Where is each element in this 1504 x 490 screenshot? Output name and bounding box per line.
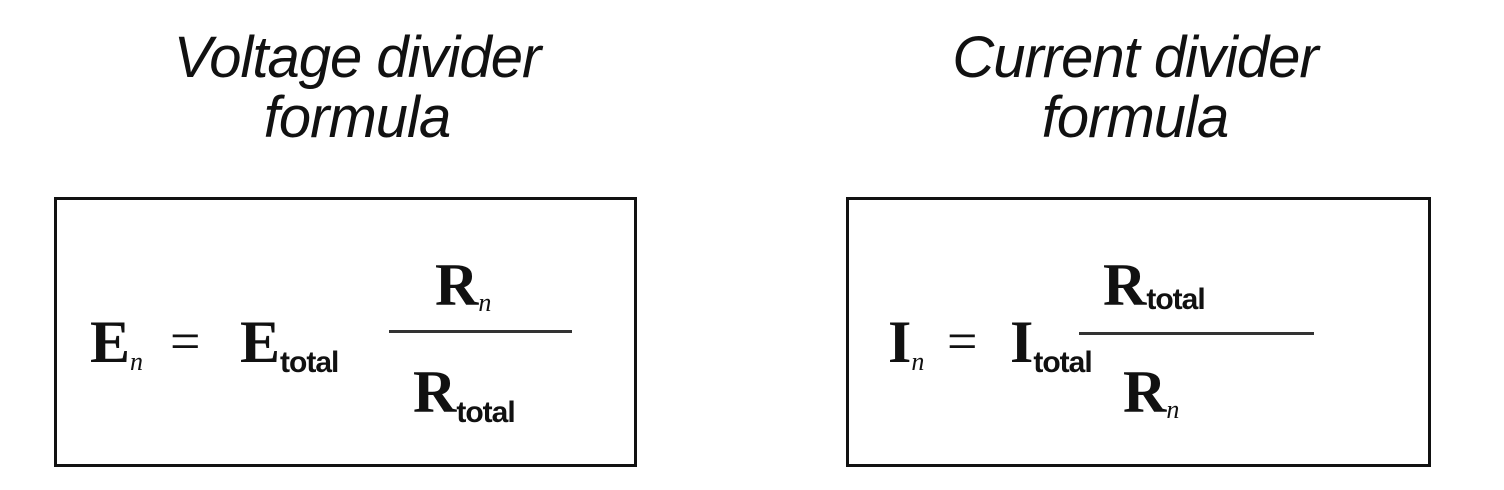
current-den-symbol: R — [1123, 359, 1167, 425]
voltage-den-subscript: total — [456, 396, 515, 429]
current-fraction-bar — [1079, 332, 1314, 335]
voltage-lhs: En — [90, 312, 143, 384]
voltage-num-symbol: R — [435, 252, 479, 318]
current-title-line1: Current divider — [952, 25, 1318, 90]
voltage-numerator: Rn — [435, 255, 491, 327]
voltage-lhs-symbol: E — [90, 309, 131, 375]
current-num-symbol: R — [1103, 252, 1147, 318]
voltage-equals-sign: = — [170, 311, 201, 371]
current-lhs-symbol: I — [888, 309, 912, 375]
voltage-lhs-subscript: n — [130, 347, 144, 376]
voltage-coef-symbol: E — [240, 309, 281, 375]
voltage-coef-subscript: total — [280, 346, 339, 379]
voltage-num-subscript: n — [478, 288, 492, 317]
current-numerator: Rtotal — [1103, 252, 1206, 326]
voltage-divider-title: Voltage divider formula — [57, 28, 657, 148]
current-coef-subscript: total — [1033, 346, 1092, 379]
voltage-title-line2: formula — [263, 85, 451, 150]
current-num-subscript: total — [1146, 283, 1205, 316]
current-divider-title: Current divider formula — [835, 28, 1435, 148]
current-title-line2: formula — [1041, 85, 1229, 150]
current-coef-symbol: I — [1010, 309, 1034, 375]
current-lhs: In — [888, 312, 924, 384]
voltage-title-line1: Voltage divider — [173, 25, 542, 90]
voltage-coefficient: Etotal — [240, 309, 339, 383]
current-equals-sign: = — [947, 311, 978, 371]
current-lhs-subscript: n — [911, 347, 925, 376]
current-coefficient: Itotal — [1010, 309, 1093, 383]
current-denominator: Rn — [1123, 362, 1179, 434]
current-den-subscript: n — [1166, 395, 1180, 424]
voltage-den-symbol: R — [413, 359, 457, 425]
voltage-fraction-bar — [389, 330, 572, 333]
voltage-denominator: Rtotal — [413, 359, 516, 433]
